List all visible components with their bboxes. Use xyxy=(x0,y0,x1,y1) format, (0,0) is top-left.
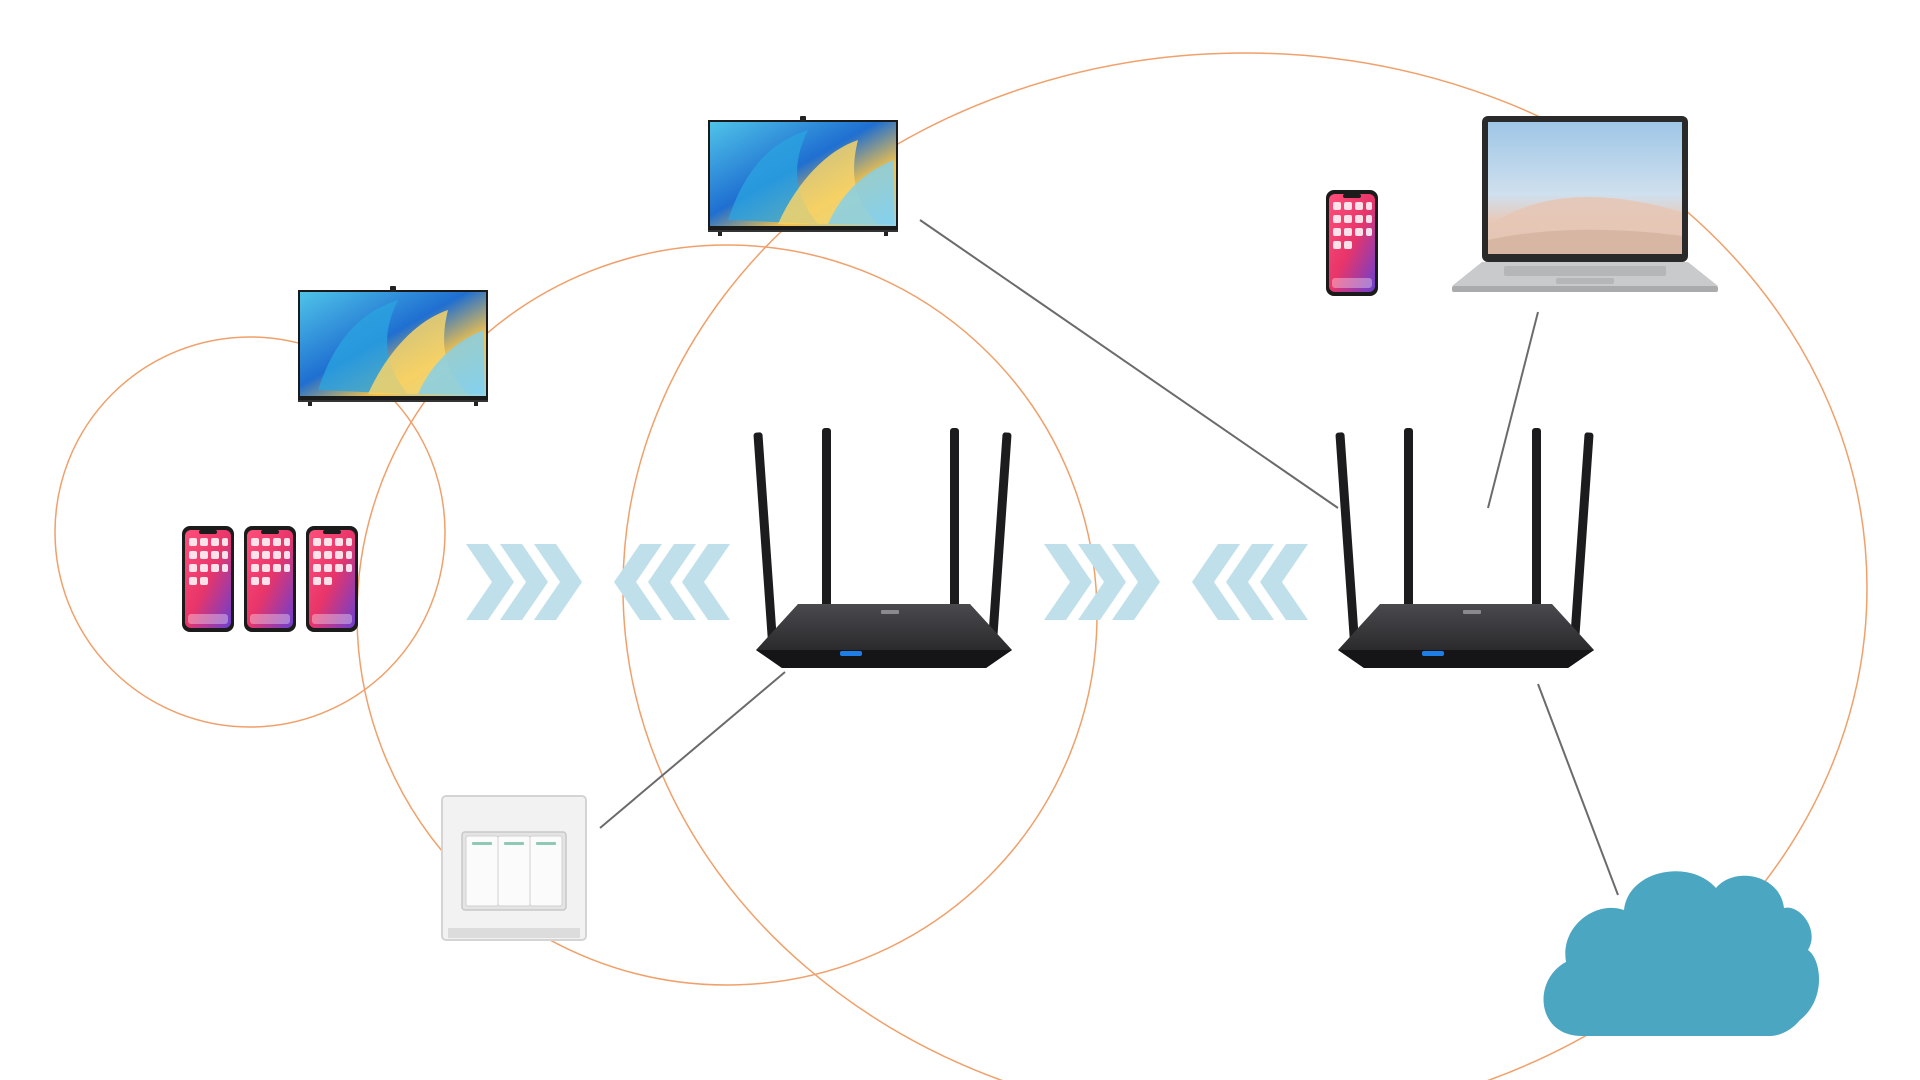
link-laptop-router-2 xyxy=(1487,311,1539,509)
link-tv-router-2 xyxy=(919,219,1339,509)
smart-tv-icon xyxy=(708,116,898,236)
smart-tv-icon xyxy=(298,286,488,406)
coverage-ring-phones xyxy=(54,336,446,728)
cloud-icon xyxy=(1543,871,1820,1036)
signal-arrows-phones-router-1 xyxy=(466,544,730,620)
wifi-router-icon xyxy=(1335,428,1594,668)
wall-light-switch-icon xyxy=(441,795,587,941)
signal-arrows-router-1-router-2 xyxy=(1044,544,1308,620)
smartphone-icon xyxy=(182,526,234,632)
smartphone-icon xyxy=(244,526,296,632)
smartphone-group xyxy=(182,526,358,632)
link-router-2-cloud xyxy=(1537,683,1619,896)
link-lines xyxy=(599,219,1619,896)
smartphone-icon xyxy=(306,526,358,632)
laptop-icon xyxy=(1452,116,1718,292)
wifi-router-icon xyxy=(753,428,1012,668)
link-switch-router-1 xyxy=(599,671,786,829)
smartphone-icon xyxy=(1326,190,1378,296)
